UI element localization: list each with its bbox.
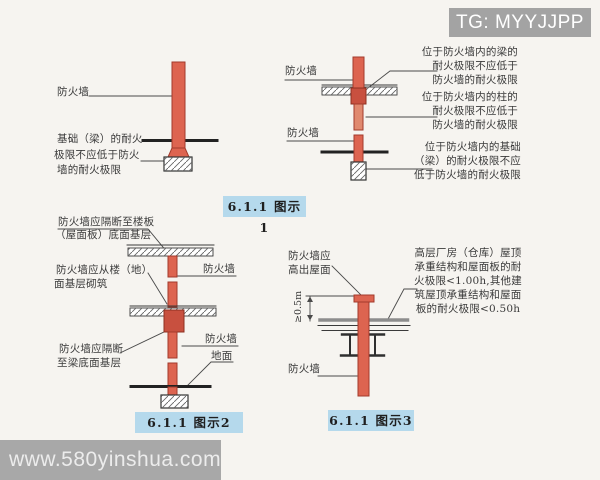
fig3-caption: 6.1.1 图示3 xyxy=(328,410,414,431)
fig3-wall-label: 防火墙 xyxy=(288,363,321,375)
fig1-beam-note-line2: 耐火极限不应低于 xyxy=(432,60,518,72)
fire-wall xyxy=(357,301,370,397)
foundation-block xyxy=(350,161,367,181)
leader-beam-note xyxy=(367,70,438,89)
leader-ground-label xyxy=(187,361,234,386)
fig2-detail xyxy=(57,228,239,409)
fig2-mid-note-line2: 面基层砌筑 xyxy=(54,278,108,290)
fig1-left-note-line3: 墙的耐火极限 xyxy=(57,164,122,176)
fig2-wall-label-lower: 防火墙 xyxy=(205,333,238,345)
fire-wall-upper xyxy=(352,56,365,90)
leader-mid-note xyxy=(147,272,168,305)
fire-wall-seg1 xyxy=(167,255,178,278)
fig1-left-note-line2: 极限不应低于防火 xyxy=(54,149,140,161)
steel-beam-left xyxy=(339,333,361,357)
steel-beam-right xyxy=(366,333,386,357)
fire-wall-seg3 xyxy=(167,331,178,359)
fig1-right-wall-label-top: 防火墙 xyxy=(285,65,318,77)
wall-stem xyxy=(167,386,178,396)
fig1-left-wall-label: 防火墙 xyxy=(57,86,90,98)
fig3-right-note-line4: 筑屋顶承重结构和屋面 xyxy=(414,289,522,301)
foundation-block xyxy=(163,156,193,172)
leader-top-note xyxy=(57,228,168,253)
beam-in-wall xyxy=(350,87,367,105)
fig3-right-note-line3: 火极限<1.00h,其他建 xyxy=(414,275,522,287)
fig1-column-note-line1: 位于防火墙内的柱的 xyxy=(421,91,518,103)
fig1-column-note-line3: 防火墙的耐火极限 xyxy=(432,119,518,131)
fig1-beam-note-line3: 防火墙的耐火极限 xyxy=(432,74,518,86)
fig3-left-note-line2: 高出屋面 xyxy=(288,264,331,276)
foundation-block xyxy=(160,394,189,409)
fig2-ground-label: 地面 xyxy=(211,350,233,362)
fig1-column-note-line2: 耐火极限不应低于 xyxy=(432,105,518,117)
fig2-top-note-line1: 防火墙应隔断至楼板 xyxy=(58,216,155,228)
fig1-left-note-line1: 基础（梁）的耐火 xyxy=(57,133,143,145)
fig2-bottom-note-line1: 防火墙应隔断 xyxy=(59,343,124,355)
fig2-bottom-note-line2: 至梁底面基层 xyxy=(57,357,122,369)
fire-wall-seg4 xyxy=(167,362,178,388)
fig2-caption: 6.1.1 图示2 xyxy=(135,412,243,433)
wall-footing xyxy=(167,147,190,158)
fig1-left-detail xyxy=(88,61,219,172)
fig3-left-note-line1: 防火墙应 xyxy=(288,250,331,262)
fig1-foundation-note-line1: 位于防火墙内的基础 xyxy=(424,141,521,153)
leader-right-note xyxy=(386,288,418,322)
fig1-right-detail xyxy=(284,56,438,181)
fire-wall-lower xyxy=(353,134,364,163)
fig1-right-wall-label-bottom: 防火墙 xyxy=(287,127,320,139)
fig1-foundation-note-line2: （梁）的耐火极限不应 xyxy=(414,155,521,167)
fig2-wall-label-upper: 防火墙 xyxy=(203,263,236,275)
dimension-0_5m xyxy=(305,295,354,322)
fig1-foundation-note-line3: 低于防火墙的耐火极限 xyxy=(414,169,521,181)
fig1-caption: 6.1.1 图示1 xyxy=(223,196,306,235)
fig3-detail xyxy=(305,265,418,397)
fire-wall-seg2 xyxy=(167,281,178,308)
site-watermark: www.580yinshua.com xyxy=(0,440,221,480)
fig3-dimension-label: ≥0.5m xyxy=(293,290,304,323)
floor-slab-upper xyxy=(126,244,215,257)
column-in-wall xyxy=(353,103,364,131)
fig2-top-note-line2: （屋面板）底面基层 xyxy=(55,229,152,241)
fig2-mid-note-line1: 防火墙应从楼（地） xyxy=(56,264,153,276)
fig3-right-note-line5: 板的耐火极限<0.50h xyxy=(415,303,521,315)
leader-left-note xyxy=(331,265,363,297)
fig1-beam-note-line1: 位于防火墙内的梁的 xyxy=(421,46,518,58)
beam-in-wall xyxy=(163,309,185,333)
fire-wall xyxy=(171,61,186,149)
tg-watermark: TG: MYYJJPP xyxy=(449,8,591,37)
leader-bottom-note xyxy=(119,330,167,354)
wall-cap xyxy=(353,294,375,303)
fig3-right-note-line1: 高层厂房（仓库）屋顶 xyxy=(414,247,522,259)
fig3-right-note-line2: 承重结构和屋面板的耐 xyxy=(414,261,522,273)
